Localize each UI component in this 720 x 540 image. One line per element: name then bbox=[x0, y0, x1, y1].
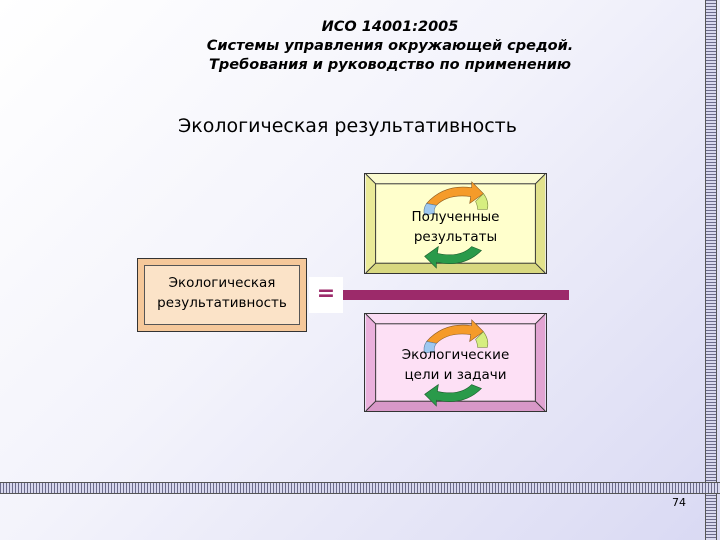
page-number: 74 bbox=[672, 496, 686, 509]
objectives-box-line-1: Экологические bbox=[401, 347, 510, 363]
results-box-label: Полученные результаты bbox=[365, 207, 546, 247]
header-line-2: Системы управления окружающей средой. bbox=[206, 38, 574, 54]
performance-box-line-2: результативность bbox=[157, 295, 287, 311]
performance-box-line-1: Экологическая bbox=[168, 275, 276, 291]
slide-subtitle: Экологическая результативность bbox=[178, 115, 517, 137]
results-box-line-2: результаты bbox=[413, 229, 498, 245]
objectives-box-line-2: цели и задачи bbox=[404, 367, 507, 383]
objectives-box-frame bbox=[365, 314, 546, 411]
objectives-box-label: Экологические цели и задачи bbox=[365, 345, 546, 385]
right-decorative-rule bbox=[705, 0, 717, 540]
performance-box-label: Экологическая результативность bbox=[138, 273, 306, 313]
results-box-line-1: Полученные bbox=[411, 209, 500, 225]
slide-header: ИСО 14001:2005 Системы управления окружа… bbox=[0, 18, 720, 75]
header-line-1: ИСО 14001:2005 bbox=[321, 19, 459, 35]
results-box: Полученные результаты bbox=[364, 173, 547, 274]
header-line-3: Требования и руководство по применению bbox=[209, 57, 571, 73]
cycle-arrows-icon bbox=[423, 319, 489, 407]
objectives-box: Экологические цели и задачи bbox=[364, 313, 547, 412]
performance-box: Экологическая результативность bbox=[137, 258, 307, 332]
cycle-arrows-icon bbox=[423, 181, 489, 269]
bottom-decorative-rule bbox=[0, 482, 720, 494]
results-box-frame bbox=[365, 174, 546, 273]
performance-box-inner bbox=[144, 265, 300, 325]
equals-sign: = bbox=[309, 277, 343, 313]
connector-bar bbox=[343, 290, 569, 300]
